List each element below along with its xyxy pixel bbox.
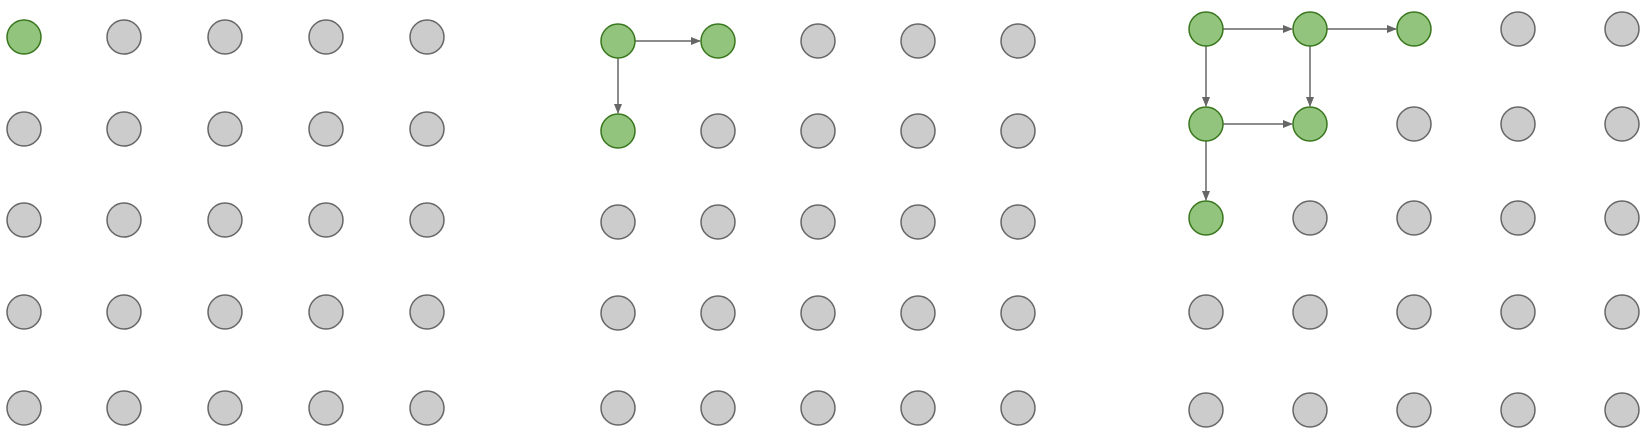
inactive-node — [1500, 11, 1536, 47]
inactive-node — [1604, 392, 1640, 428]
active-node — [6, 19, 42, 55]
inactive-node — [1396, 392, 1432, 428]
inactive-node — [409, 202, 445, 238]
inactive-node — [900, 390, 936, 426]
active-node — [1292, 11, 1328, 47]
inactive-node — [700, 295, 736, 331]
grid-panel-3 — [1188, 11, 1640, 428]
inactive-node — [700, 113, 736, 149]
inactive-node — [1604, 11, 1640, 47]
inactive-node — [800, 204, 836, 240]
inactive-node — [308, 390, 344, 426]
inactive-node — [800, 23, 836, 59]
inactive-node — [900, 113, 936, 149]
inactive-node — [207, 19, 243, 55]
inactive-node — [1396, 106, 1432, 142]
active-node — [600, 23, 636, 59]
inactive-node — [1396, 200, 1432, 236]
inactive-node — [106, 294, 142, 330]
inactive-node — [1188, 392, 1224, 428]
active-node — [600, 113, 636, 149]
inactive-node — [409, 111, 445, 147]
inactive-node — [700, 204, 736, 240]
inactive-node — [800, 295, 836, 331]
inactive-node — [207, 294, 243, 330]
inactive-node — [106, 390, 142, 426]
inactive-node — [1188, 294, 1224, 330]
inactive-node — [409, 294, 445, 330]
inactive-node — [1000, 113, 1036, 149]
inactive-node — [1604, 106, 1640, 142]
inactive-node — [600, 295, 636, 331]
active-node — [1292, 106, 1328, 142]
active-node — [1396, 11, 1432, 47]
inactive-node — [600, 204, 636, 240]
inactive-node — [800, 113, 836, 149]
inactive-node — [1500, 392, 1536, 428]
inactive-node — [1292, 200, 1328, 236]
inactive-node — [106, 202, 142, 238]
inactive-node — [1396, 294, 1432, 330]
inactive-node — [207, 390, 243, 426]
inactive-node — [1000, 295, 1036, 331]
inactive-node — [1000, 23, 1036, 59]
inactive-node — [800, 390, 836, 426]
inactive-node — [1604, 200, 1640, 236]
inactive-node — [409, 390, 445, 426]
inactive-node — [1000, 390, 1036, 426]
inactive-node — [207, 202, 243, 238]
inactive-node — [600, 390, 636, 426]
inactive-node — [900, 204, 936, 240]
inactive-node — [207, 111, 243, 147]
inactive-node — [308, 202, 344, 238]
grid-panel-1 — [6, 19, 445, 426]
inactive-node — [900, 23, 936, 59]
inactive-node — [1292, 294, 1328, 330]
active-node — [1188, 11, 1224, 47]
inactive-node — [700, 390, 736, 426]
inactive-node — [1500, 294, 1536, 330]
active-node — [1188, 200, 1224, 236]
inactive-node — [106, 19, 142, 55]
inactive-node — [1500, 106, 1536, 142]
active-node — [700, 23, 736, 59]
inactive-node — [6, 390, 42, 426]
inactive-node — [409, 19, 445, 55]
inactive-node — [6, 111, 42, 147]
active-node — [1188, 106, 1224, 142]
inactive-node — [900, 295, 936, 331]
inactive-node — [6, 294, 42, 330]
grid-panel-2 — [600, 23, 1036, 426]
inactive-node — [1000, 204, 1036, 240]
inactive-node — [106, 111, 142, 147]
inactive-node — [308, 294, 344, 330]
inactive-node — [308, 19, 344, 55]
inactive-node — [308, 111, 344, 147]
inactive-node — [1500, 200, 1536, 236]
inactive-node — [1604, 294, 1640, 330]
inactive-node — [6, 202, 42, 238]
inactive-node — [1292, 392, 1328, 428]
